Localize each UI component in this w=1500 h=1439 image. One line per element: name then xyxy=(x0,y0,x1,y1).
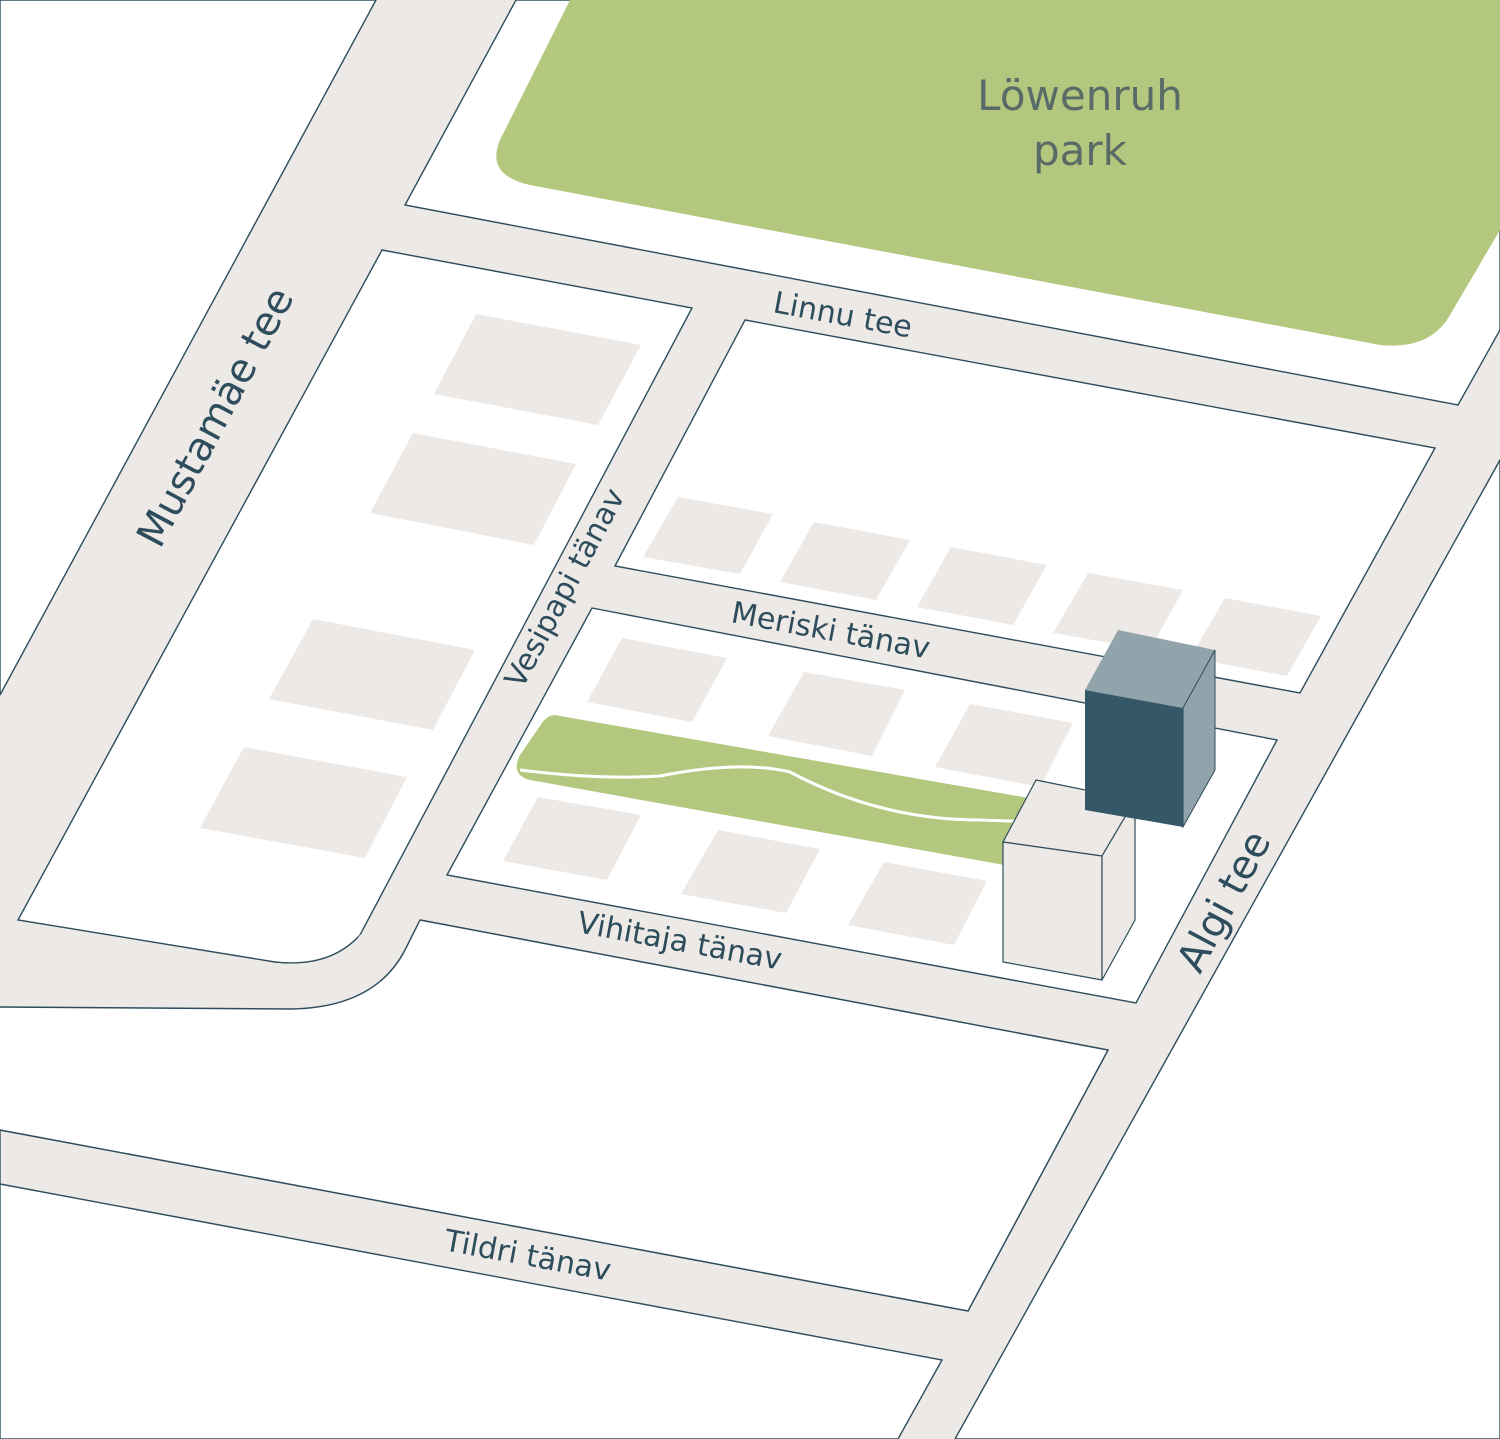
building-placeholder xyxy=(434,314,641,425)
building-placeholder xyxy=(200,747,407,858)
central-buildings xyxy=(503,638,1073,945)
west-buildings xyxy=(200,314,641,858)
walking-path xyxy=(519,765,1041,824)
building-placeholder xyxy=(1190,598,1321,676)
park-label-line2: park xyxy=(1033,126,1128,175)
highlighted-building-top xyxy=(1085,630,1215,708)
building-placeholder xyxy=(269,619,475,730)
building-placeholder xyxy=(848,862,987,945)
building-placeholder xyxy=(681,830,820,913)
block-west xyxy=(16,249,694,964)
neighbour-building-front xyxy=(1002,841,1103,981)
building-placeholder xyxy=(643,497,773,574)
block-bottom-left xyxy=(0,1183,944,1439)
building-placeholder xyxy=(917,547,1047,625)
building-placeholder xyxy=(768,672,905,756)
building-placeholder xyxy=(587,638,727,722)
highlighted-building[interactable] xyxy=(1085,630,1216,829)
building-placeholder xyxy=(780,522,910,600)
highlighted-building-front xyxy=(1085,690,1183,827)
building-placeholder xyxy=(370,433,576,545)
park-label-line1: Löwenruh xyxy=(977,71,1183,120)
highlighted-building-side xyxy=(1182,649,1216,829)
north-buildings xyxy=(643,497,1321,676)
building-placeholder xyxy=(1053,573,1183,650)
neighbour-building-side xyxy=(1101,797,1136,981)
building-placeholder xyxy=(935,704,1073,787)
building-placeholder xyxy=(503,797,641,880)
green-strip xyxy=(516,715,1040,866)
block-south-outline xyxy=(0,919,1110,1312)
block-east xyxy=(954,458,1500,1439)
block-far-left xyxy=(0,0,377,696)
park-area xyxy=(496,0,1500,346)
